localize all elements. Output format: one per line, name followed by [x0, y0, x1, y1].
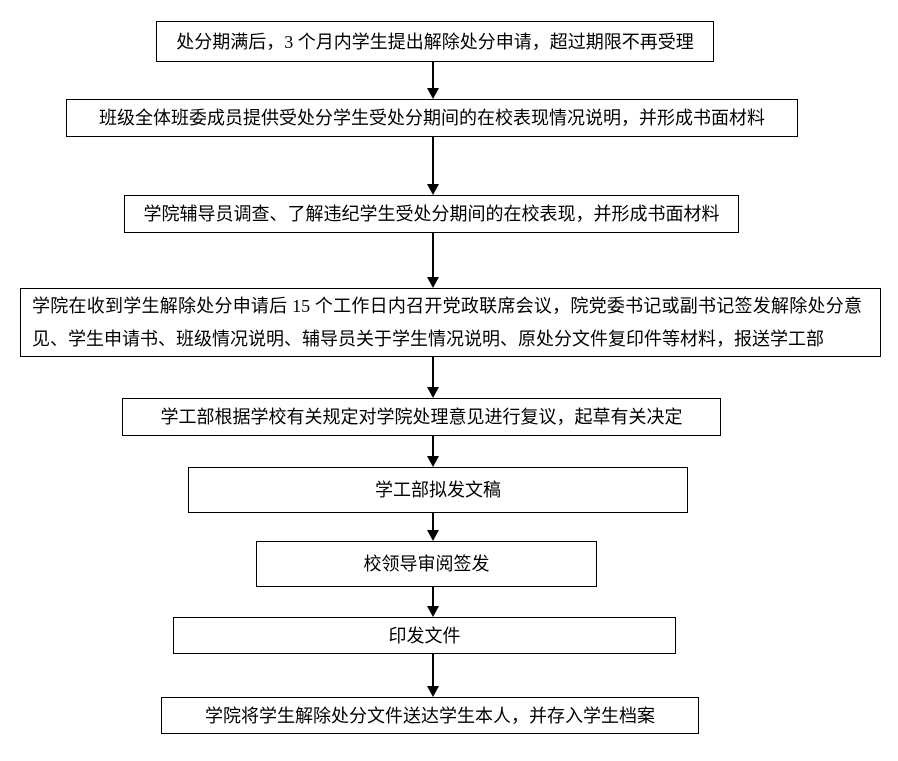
flow-arrow-line-7-8: [432, 587, 434, 607]
flow-node-counselor-investigation: 学院辅导员调查、了解违纪学生受处分期间的在校表现，并形成书面材料: [124, 195, 739, 233]
arrow-down-icon: [427, 184, 439, 195]
arrow-down-icon: [427, 686, 439, 697]
flow-arrow-line-1-2: [432, 62, 434, 89]
flow-arrow-line-5-6: [432, 436, 434, 457]
arrow-down-icon: [427, 277, 439, 288]
flow-node-draft-document: 学工部拟发文稿: [188, 467, 688, 513]
arrow-down-icon: [427, 530, 439, 541]
flow-node-class-committee-statement: 班级全体班委成员提供受处分学生受处分期间的在校表现情况说明，并形成书面材料: [66, 99, 798, 137]
flow-node-apply-for-removal: 处分期满后，3 个月内学生提出解除处分申请，超过期限不再受理: [156, 21, 714, 62]
flow-arrow-line-8-9: [432, 654, 434, 687]
flow-node-deliver-and-archive: 学院将学生解除处分文件送达学生本人，并存入学生档案: [161, 697, 699, 734]
arrow-down-icon: [427, 88, 439, 99]
flow-node-leader-sign-off: 校领导审阅签发: [256, 541, 597, 587]
flow-arrow-line-3-4: [432, 233, 434, 278]
arrow-down-icon: [427, 456, 439, 467]
arrow-down-icon: [427, 606, 439, 617]
flow-arrow-line-2-3: [432, 137, 434, 185]
flow-node-print-issue-document: 印发文件: [173, 617, 676, 654]
flow-node-college-joint-meeting: 学院在收到学生解除处分申请后 15 个工作日内召开党政联席会议，院党委书记或副书…: [20, 288, 881, 357]
flow-arrow-line-6-7: [432, 513, 434, 531]
arrow-down-icon: [427, 387, 439, 398]
flow-arrow-line-4-5: [432, 357, 434, 388]
flow-node-student-affairs-review: 学工部根据学校有关规定对学院处理意见进行复议，起草有关决定: [122, 398, 721, 436]
